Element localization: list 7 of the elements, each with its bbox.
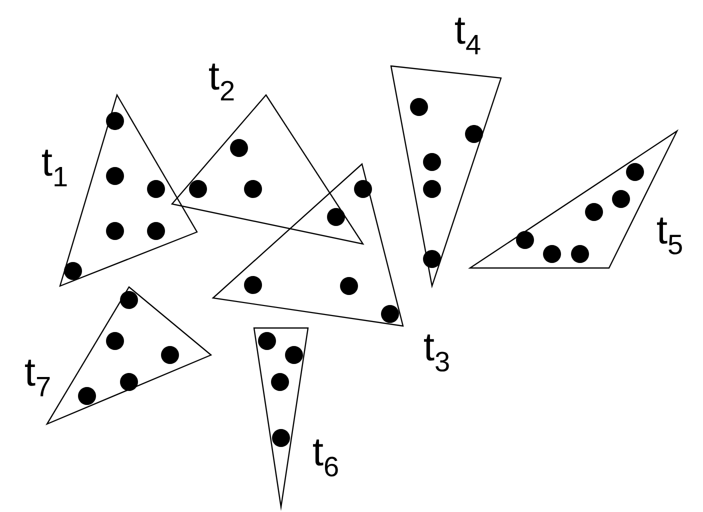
triangle-label: t$_{6}$ xyxy=(313,439,338,477)
triangle-label: t$_{7}$ xyxy=(25,360,50,396)
triangle-label: t$_{1}$ xyxy=(42,150,67,186)
triangle-label: t$_{5}$ xyxy=(657,218,682,254)
triangle-label: t$_{2}$ xyxy=(209,64,234,100)
triangle-label: t$_{4}$ xyxy=(455,18,480,54)
triangle-label: t$_{3}$ xyxy=(424,334,449,372)
